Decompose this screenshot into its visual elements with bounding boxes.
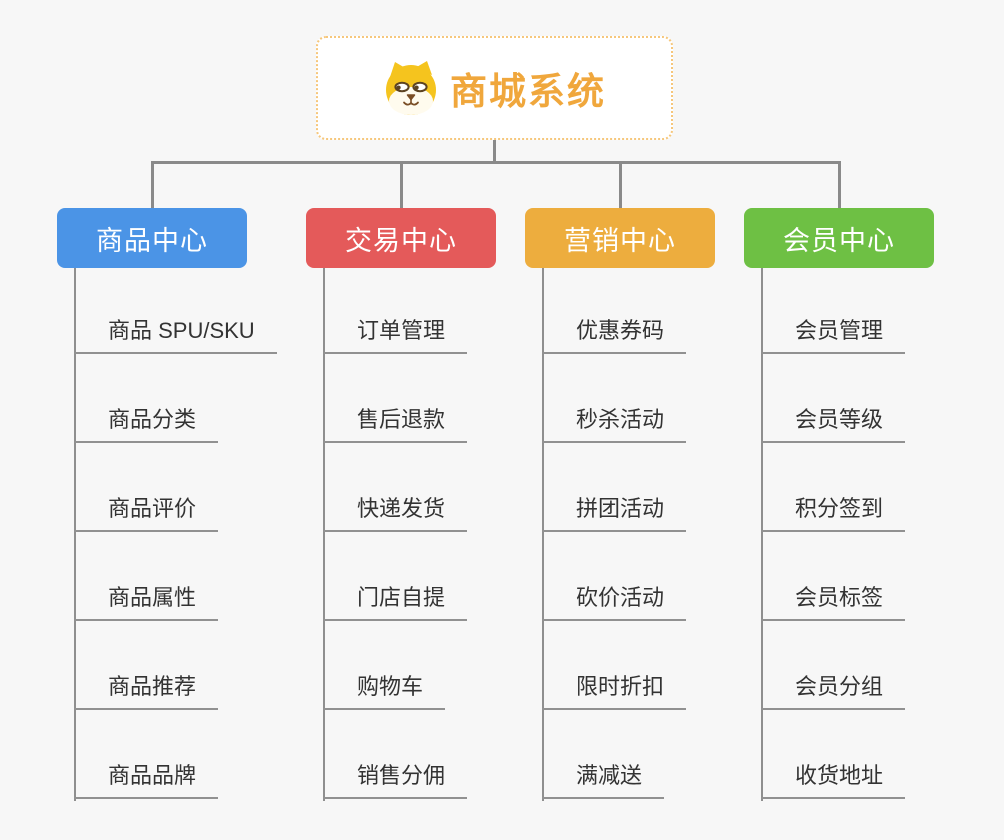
leaf-list: 会员管理 会员等级 积分签到 会员标签 会员分组 收货地址 (761, 265, 906, 799)
leaf-node-time-discount[interactable]: 限时折扣 (542, 669, 687, 710)
branch-label: 商品中心 (96, 225, 208, 256)
leaf-node-express-shipping[interactable]: 快递发货 (323, 491, 468, 532)
leaf-list: 优惠券码 秒杀活动 拼团活动 砍价活动 限时折扣 满减送 (542, 265, 687, 799)
leaf-node-product-category[interactable]: 商品分类 (74, 402, 219, 443)
branch-label: 交易中心 (345, 225, 457, 256)
leaf-node-group-buy[interactable]: 拼团活动 (542, 491, 687, 532)
connector-horizontal (151, 161, 841, 164)
leaf-node-member-level[interactable]: 会员等级 (761, 402, 906, 443)
branch-node-trade-center[interactable]: 交易中心 (306, 208, 496, 268)
branch-trunk-line (761, 268, 763, 801)
leaf-node-shipping-address[interactable]: 收货地址 (761, 758, 906, 799)
branch-marketing-center: 营销中心 优惠券码 秒杀活动 拼团活动 砍价活动 限时折扣 满减送 (525, 208, 715, 801)
leaf-node-store-pickup[interactable]: 门店自提 (323, 580, 468, 621)
connector-root-stem (493, 140, 496, 163)
leaf-node-coupon-code[interactable]: 优惠券码 (542, 313, 687, 354)
leaf-node-order-management[interactable]: 订单管理 (323, 313, 468, 354)
dog-face-icon (383, 60, 439, 116)
leaf-node-points-checkin[interactable]: 积分签到 (761, 491, 906, 532)
leaf-node-shopping-cart[interactable]: 购物车 (323, 669, 446, 710)
root-title: 商城系统 (450, 71, 606, 112)
branch-node-marketing-center[interactable]: 营销中心 (525, 208, 715, 268)
leaf-node-sales-commission[interactable]: 销售分佣 (323, 758, 468, 799)
connector-drop-member (838, 161, 841, 208)
branch-label: 营销中心 (564, 225, 676, 256)
connector-drop-trade (400, 161, 403, 208)
leaf-node-flash-sale[interactable]: 秒杀活动 (542, 402, 687, 443)
connector-drop-marketing (619, 161, 622, 208)
branch-product-center: 商品中心 商品 SPU/SKU 商品分类 商品评价 商品属性 商品推荐 商品品牌 (57, 208, 277, 801)
leaf-node-product-attribute[interactable]: 商品属性 (74, 580, 219, 621)
leaf-node-bargain[interactable]: 砍价活动 (542, 580, 687, 621)
leaf-node-product-recommend[interactable]: 商品推荐 (74, 669, 219, 710)
leaf-node-product-spu-sku[interactable]: 商品 SPU/SKU (74, 313, 277, 354)
leaf-node-full-reduction[interactable]: 满减送 (542, 758, 665, 799)
leaf-node-product-review[interactable]: 商品评价 (74, 491, 219, 532)
leaf-node-member-tag[interactable]: 会员标签 (761, 580, 906, 621)
branch-trunk-line (542, 268, 544, 801)
branch-node-member-center[interactable]: 会员中心 (744, 208, 934, 268)
root-node[interactable]: 商城系统 (316, 36, 673, 140)
branch-trade-center: 交易中心 订单管理 售后退款 快递发货 门店自提 购物车 销售分佣 (306, 208, 496, 801)
branch-label: 会员中心 (783, 225, 895, 256)
leaf-list: 订单管理 售后退款 快递发货 门店自提 购物车 销售分佣 (323, 265, 468, 799)
leaf-node-aftersale-refund[interactable]: 售后退款 (323, 402, 468, 443)
branch-trunk-line (323, 268, 325, 801)
branch-trunk-line (74, 268, 76, 801)
branch-node-product-center[interactable]: 商品中心 (57, 208, 247, 268)
leaf-list: 商品 SPU/SKU 商品分类 商品评价 商品属性 商品推荐 商品品牌 (74, 265, 277, 799)
connector-drop-product (151, 161, 154, 208)
leaf-node-product-brand[interactable]: 商品品牌 (74, 758, 219, 799)
branch-member-center: 会员中心 会员管理 会员等级 积分签到 会员标签 会员分组 收货地址 (744, 208, 934, 801)
leaf-node-member-management[interactable]: 会员管理 (761, 313, 906, 354)
leaf-node-member-group[interactable]: 会员分组 (761, 669, 906, 710)
